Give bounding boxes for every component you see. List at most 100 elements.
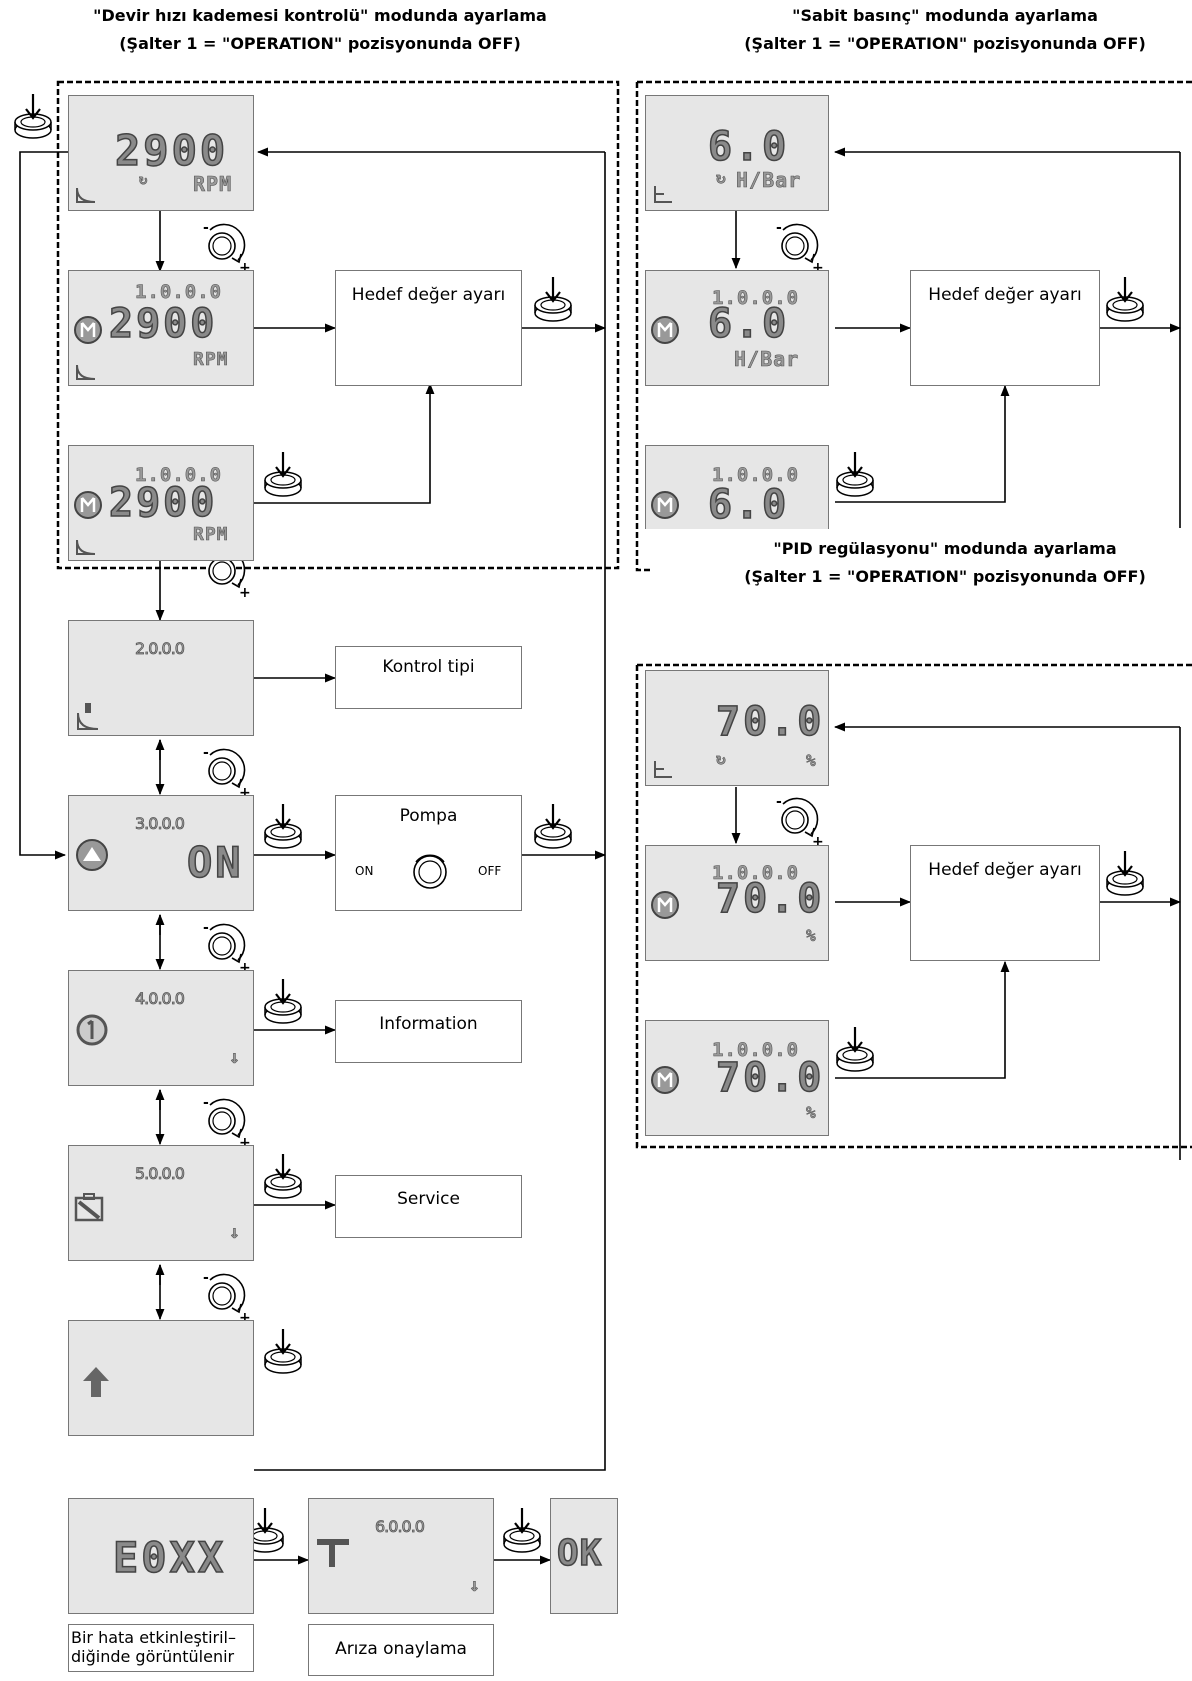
error-caption-line2: diğinde görüntülenir bbox=[71, 1647, 235, 1666]
pump-off-label: OFF bbox=[478, 864, 502, 878]
back-arrow-icon bbox=[83, 1367, 109, 1397]
left-title: "Devir hızı kademesi kontrolü" modunda a… bbox=[40, 2, 600, 58]
speed-main-unit: RPM bbox=[193, 172, 233, 197]
fault-icon bbox=[317, 1539, 349, 1567]
scroll-down-icon: ↓ bbox=[229, 1222, 241, 1244]
pid-set-unit: % bbox=[806, 926, 817, 946]
lcd-speed-setpoint-2: 1.0.0.0 2900 RPM bbox=[68, 445, 254, 561]
control-type-label: Kontrol tipi bbox=[382, 657, 475, 677]
menu-4-code: 4.0.0.0 bbox=[135, 989, 186, 1009]
right-mid-title-line2: (Şalter 1 = "OPERATION" pozisyonunda OFF… bbox=[744, 567, 1146, 586]
error-caption-line1: Bir hata etkinleştiril– bbox=[71, 1628, 236, 1647]
lcd-pressure-main: 6.0 H/Bar ↻ bbox=[645, 95, 829, 211]
motor-icon bbox=[74, 491, 102, 519]
speed-menu-code: 1.0.0.0 bbox=[135, 281, 223, 304]
lcd-pid-main: 70.0 % ↻ bbox=[645, 670, 829, 786]
left-title-line1: "Devir hızı kademesi kontrolü" modunda a… bbox=[93, 6, 547, 25]
right-top-title-line2: (Şalter 1 = "OPERATION" pozisyonunda OFF… bbox=[744, 34, 1146, 53]
speed-main-value: 2900 bbox=[114, 125, 229, 176]
speed-set-unit-2: RPM bbox=[193, 524, 229, 546]
target-value-label: Hedef değer ayarı bbox=[928, 860, 1082, 880]
lcd-pressure-setpoint: 1.0.0.0 6.0 H/Bar bbox=[645, 270, 829, 386]
pressure-menu-code: 1.0.0.0 bbox=[712, 287, 800, 310]
target-value-box-pid: Hedef değer ayarı bbox=[910, 845, 1100, 961]
menu-3-value: ON bbox=[186, 837, 244, 888]
speed-menu-code-2: 1.0.0.0 bbox=[135, 464, 223, 487]
right-top-title: "Sabit basınç" modunda ayarlama (Şalter … bbox=[700, 2, 1190, 58]
pid-set-value: 70.0 bbox=[715, 875, 825, 923]
pressure-set-value-2: 6.0 bbox=[707, 481, 790, 529]
pressure-curve-icon bbox=[654, 186, 672, 203]
motor-icon bbox=[651, 891, 679, 919]
left-title-line2: (Şalter 1 = "OPERATION" pozisyonunda OFF… bbox=[119, 34, 521, 53]
lcd-speed-setpoint: 1.0.0.0 2900 RPM bbox=[68, 270, 254, 386]
speed-set-value: 2900 bbox=[108, 300, 218, 348]
speed-icon-small: ↻ bbox=[716, 168, 727, 188]
speed-curve-icon bbox=[76, 539, 96, 555]
lcd-error: E0XX bbox=[68, 1498, 254, 1614]
pid-main-unit: % bbox=[806, 751, 817, 771]
control-type-box: Kontrol tipi bbox=[335, 646, 522, 709]
speed-icon-small: ↻ bbox=[139, 172, 149, 189]
right-top-title-line1: "Sabit basınç" modunda ayarlama bbox=[792, 6, 1098, 25]
target-value-box-speed: Hedef değer ayarı bbox=[335, 270, 522, 386]
pump-icon bbox=[76, 839, 108, 871]
speed-set-value-2: 2900 bbox=[108, 479, 218, 527]
target-value-box-pressure: Hedef değer ayarı bbox=[910, 270, 1100, 386]
pid-set-value-2: 70.0 bbox=[715, 1054, 825, 1102]
pump-box: Pompa ON OFF bbox=[335, 795, 522, 911]
motor-icon bbox=[651, 491, 679, 519]
error-caption: Bir hata etkinleştiril– diğinde görüntül… bbox=[68, 1624, 254, 1672]
lcd-menu-5: 5.0.0.0 ↓ bbox=[68, 1145, 254, 1261]
fault-ack-label: Arıza onaylama bbox=[335, 1639, 467, 1659]
service-box: Service bbox=[335, 1175, 522, 1238]
speed-set-unit: RPM bbox=[193, 349, 229, 371]
service-label: Service bbox=[397, 1189, 460, 1209]
lcd-pid-setpoint-2: 1.0.0.0 70.0 % bbox=[645, 1020, 829, 1136]
info-icon bbox=[76, 1014, 108, 1046]
fault-ack-box: Arıza onaylama bbox=[308, 1624, 494, 1676]
menu-2-code: 2.0.0.0 bbox=[135, 639, 186, 659]
pump-on-label: ON bbox=[355, 864, 374, 878]
control-type-icon bbox=[77, 703, 99, 730]
lcd-pressure-setpoint-2: 1.0.0.0 6.0 bbox=[645, 445, 829, 529]
pressure-main-value: 6.0 bbox=[707, 123, 790, 171]
scroll-down-icon: ↓ bbox=[469, 1575, 481, 1597]
right-mid-title: "PID regülasyonu" modunda ayarlama (Şalt… bbox=[700, 535, 1190, 591]
information-box: Information bbox=[335, 1000, 522, 1063]
error-code: E0XX bbox=[112, 1532, 227, 1583]
motor-icon bbox=[74, 316, 102, 344]
pid-menu-code-2: 1.0.0.0 bbox=[712, 1039, 800, 1062]
pid-set-unit-2: % bbox=[806, 1103, 817, 1123]
lcd-speed-main: 2900 RPM ↻ bbox=[68, 95, 254, 211]
fault-menu-code: 6.0.0.0 bbox=[375, 1517, 426, 1537]
scroll-down-icon: ↓ bbox=[229, 1047, 241, 1069]
information-label: Information bbox=[379, 1014, 478, 1034]
pressure-set-unit: H/Bar bbox=[734, 347, 800, 372]
pressure-menu-code-2: 1.0.0.0 bbox=[712, 464, 800, 487]
speed-curve-icon bbox=[76, 364, 96, 380]
target-value-label: Hedef değer ayarı bbox=[351, 285, 506, 305]
pump-dial-icon bbox=[413, 854, 447, 889]
target-value-label: Hedef değer ayarı bbox=[928, 285, 1082, 305]
lcd-menu-2: 2.0.0.0 bbox=[68, 620, 254, 736]
lcd-back bbox=[68, 1320, 254, 1436]
lcd-pid-setpoint: 1.0.0.0 70.0 % bbox=[645, 845, 829, 961]
lcd-fault-ack: 6.0.0.0 ↓ bbox=[308, 1498, 494, 1614]
pid-curve-icon bbox=[654, 761, 672, 778]
menu-3-code: 3.0.0.0 bbox=[135, 814, 186, 834]
pressure-main-unit: H/Bar bbox=[736, 168, 802, 193]
pump-label: Pompa bbox=[399, 806, 458, 826]
menu-5-code: 5.0.0.0 bbox=[135, 1164, 186, 1184]
speed-icon-small: ↻ bbox=[716, 749, 727, 769]
pid-main-value: 70.0 bbox=[715, 698, 825, 746]
speed-curve-icon bbox=[76, 187, 96, 203]
right-mid-title-line1: "PID regülasyonu" modunda ayarlama bbox=[773, 539, 1117, 558]
motor-icon bbox=[651, 316, 679, 344]
lcd-menu-4: 4.0.0.0 ↓ bbox=[68, 970, 254, 1086]
pressure-set-value: 6.0 bbox=[707, 300, 790, 348]
pid-menu-code: 1.0.0.0 bbox=[712, 862, 800, 885]
service-icon bbox=[74, 1193, 104, 1222]
motor-icon bbox=[651, 1066, 679, 1094]
